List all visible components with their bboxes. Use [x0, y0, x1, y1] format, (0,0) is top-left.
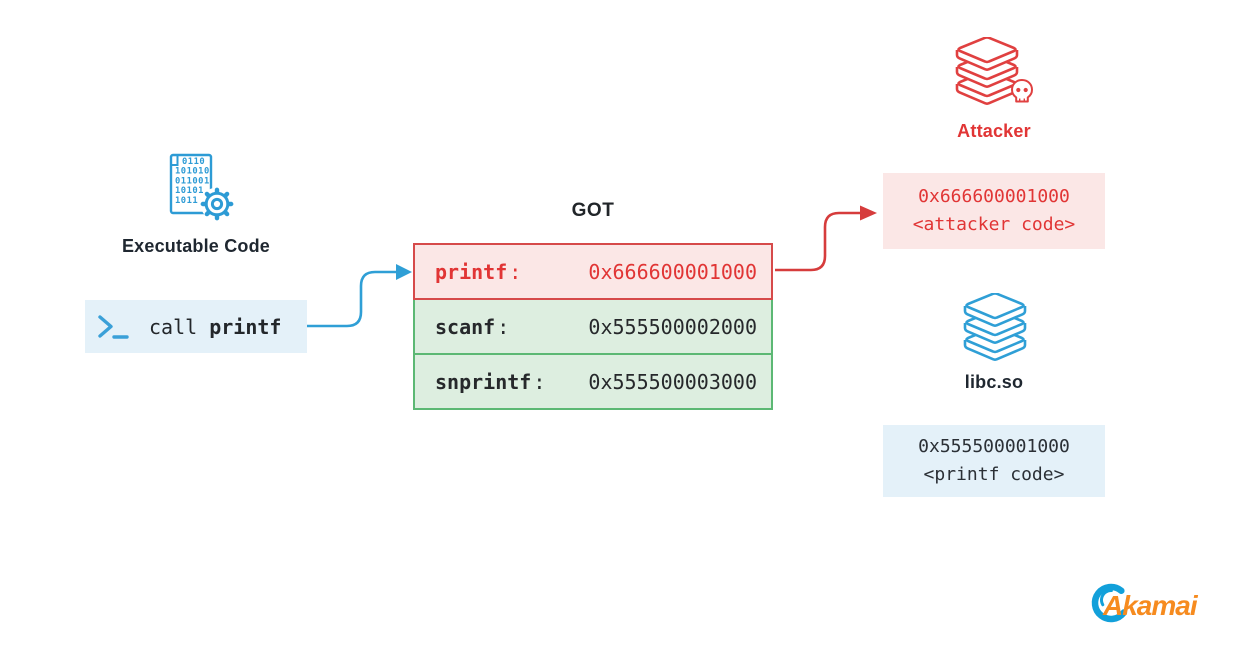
books-stack-skull-icon	[955, 37, 1033, 105]
call-keyword: call	[149, 314, 210, 339]
got-entry-name: printf	[435, 259, 508, 284]
got-entry-colon: :	[497, 314, 510, 339]
libc-code-box: 0x555500001000 <printf code>	[883, 425, 1105, 497]
gear-icon	[200, 187, 234, 221]
got-row-snprintf: snprintf : 0x555500003000	[413, 353, 773, 410]
binary-document-gear-icon: 0110 101010 011001 10101 1011	[169, 153, 234, 221]
call-to-got-arrow	[307, 264, 412, 328]
got-entry-name: snprintf	[435, 369, 532, 394]
got-entry-address: 0x555500002000	[588, 314, 757, 339]
got-entry-colon: :	[533, 369, 546, 394]
skull-icon	[1011, 79, 1033, 103]
got-entry-address: 0x666600001000	[588, 259, 757, 284]
terminal-prompt-icon	[98, 314, 129, 339]
attacker-address: 0x666600001000	[918, 186, 1070, 207]
attacker-code-box: 0x666600001000 <attacker code>	[883, 173, 1105, 249]
got-entry-address: 0x555500003000	[588, 369, 757, 394]
binary-line: 011001	[175, 176, 210, 186]
got-entry-name: scanf	[435, 314, 496, 339]
akamai-logo-text: Akamai	[1102, 590, 1199, 621]
libc-code-tag: <printf code>	[923, 464, 1065, 485]
binary-line: 1011	[175, 196, 198, 206]
attacker-code-tag: <attacker code>	[912, 214, 1076, 235]
call-instruction: call printf	[149, 315, 281, 339]
akamai-logo: Akamai	[1091, 583, 1200, 623]
binary-line: 10101	[175, 186, 204, 196]
call-printf-box: call printf	[85, 300, 307, 353]
libc-address: 0x555500001000	[918, 436, 1070, 457]
blue-arrowhead-icon	[396, 264, 412, 280]
libc-label: libc.so	[964, 372, 1024, 392]
got-title: GOT	[571, 200, 615, 221]
got-entry-colon: :	[509, 259, 522, 284]
red-arrowhead-icon	[860, 205, 877, 221]
books-stack-icon	[963, 293, 1027, 361]
binary-line: 0110	[182, 157, 205, 167]
attacker-label: Attacker	[957, 121, 1031, 141]
got-table: printf : 0x666600001000 scanf : 0x555500…	[413, 243, 773, 410]
got-row-scanf: scanf : 0x555500002000	[413, 298, 773, 355]
got-to-attacker-arrow	[775, 205, 877, 272]
executable-code-label: Executable Code	[121, 236, 271, 256]
binary-line: 101010	[175, 167, 210, 177]
got-row-printf: printf : 0x666600001000	[413, 243, 773, 300]
call-target: printf	[209, 314, 282, 339]
